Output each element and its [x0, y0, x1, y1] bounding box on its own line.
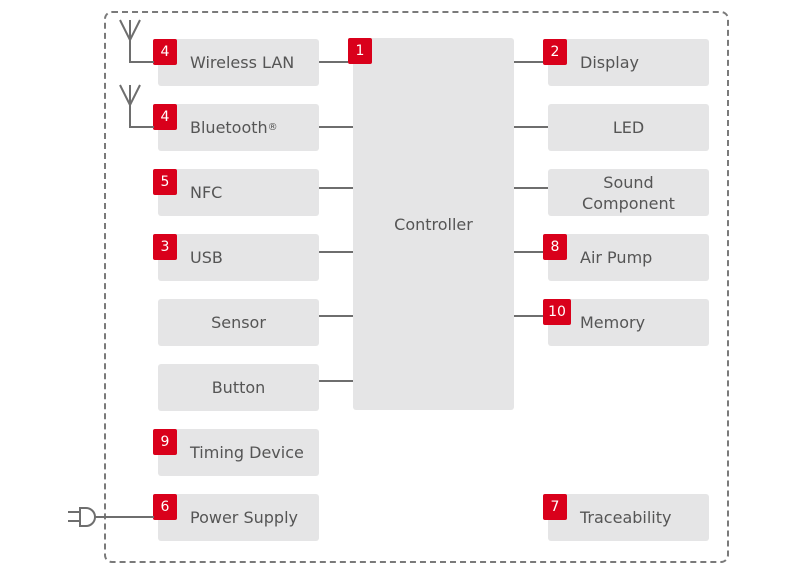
display-label: Display: [580, 53, 639, 72]
air-pump-block: Air Pump: [548, 234, 709, 281]
sensor-label: Sensor: [211, 313, 266, 332]
air-pump-badge: 8: [543, 234, 567, 260]
controller-block: Controller: [353, 38, 514, 410]
sound-component-block: Sound Component: [548, 169, 709, 216]
connector-memory: [514, 315, 543, 317]
connector-sound-component: [514, 187, 548, 189]
sensor-block: Sensor: [158, 299, 319, 346]
display-block: Display: [548, 39, 709, 86]
usb-label: USB: [190, 248, 223, 267]
timing-device-block: Timing Device: [158, 429, 319, 476]
button-label: Button: [211, 378, 266, 397]
sound-label: Sound: [603, 172, 654, 192]
connector-nfc: [319, 187, 353, 189]
bluetooth-badge: 4: [153, 104, 177, 130]
usb-badge: 3: [153, 234, 177, 260]
power-supply-block: Power Supply: [158, 494, 319, 541]
nfc-badge: 5: [153, 169, 177, 195]
nfc-label: NFC: [190, 183, 223, 202]
memory-badge: 10: [543, 299, 571, 325]
led-block: LED: [548, 104, 709, 151]
connector-display: [514, 61, 543, 63]
traceability-badge: 7: [543, 494, 567, 520]
connector-led: [514, 126, 548, 128]
power-supply-badge: 6: [153, 494, 177, 520]
nfc-block: NFC: [158, 169, 319, 216]
connector-bluetooth: [319, 126, 353, 128]
traceability-block: Traceability: [548, 494, 709, 541]
antenna-icon: [119, 19, 154, 63]
connector-usb: [319, 251, 353, 253]
connector-wireless-lan: [319, 61, 348, 63]
system-boundary-frame: [104, 11, 729, 563]
display-badge: 2: [543, 39, 567, 65]
controller-label: Controller: [394, 214, 473, 234]
timing-device-label: Timing Device: [190, 443, 304, 462]
bluetooth-block: Bluetooth®: [158, 104, 319, 151]
connector-sensor: [319, 315, 353, 317]
wireless-lan-label: Wireless LAN: [190, 53, 295, 72]
traceability-label: Traceability: [580, 508, 672, 527]
antenna-icon: [119, 84, 154, 128]
air-pump-label: Air Pump: [580, 248, 653, 267]
wireless-lan-badge: 4: [153, 39, 177, 65]
power-supply-label: Power Supply: [190, 508, 298, 527]
memory-label: Memory: [580, 313, 646, 332]
controller-badge: 1: [348, 38, 372, 64]
component-label: Component: [582, 193, 675, 213]
memory-block: Memory: [548, 299, 709, 346]
power-plug-icon: [68, 507, 154, 527]
button-block: Button: [158, 364, 319, 411]
wireless-lan-block: Wireless LAN: [158, 39, 319, 86]
connector-button: [319, 380, 353, 382]
usb-block: USB: [158, 234, 319, 281]
timing-device-badge: 9: [153, 429, 177, 455]
bluetooth-label: Bluetooth: [190, 118, 268, 137]
led-label: LED: [612, 118, 645, 137]
connector-air-pump: [514, 251, 543, 253]
